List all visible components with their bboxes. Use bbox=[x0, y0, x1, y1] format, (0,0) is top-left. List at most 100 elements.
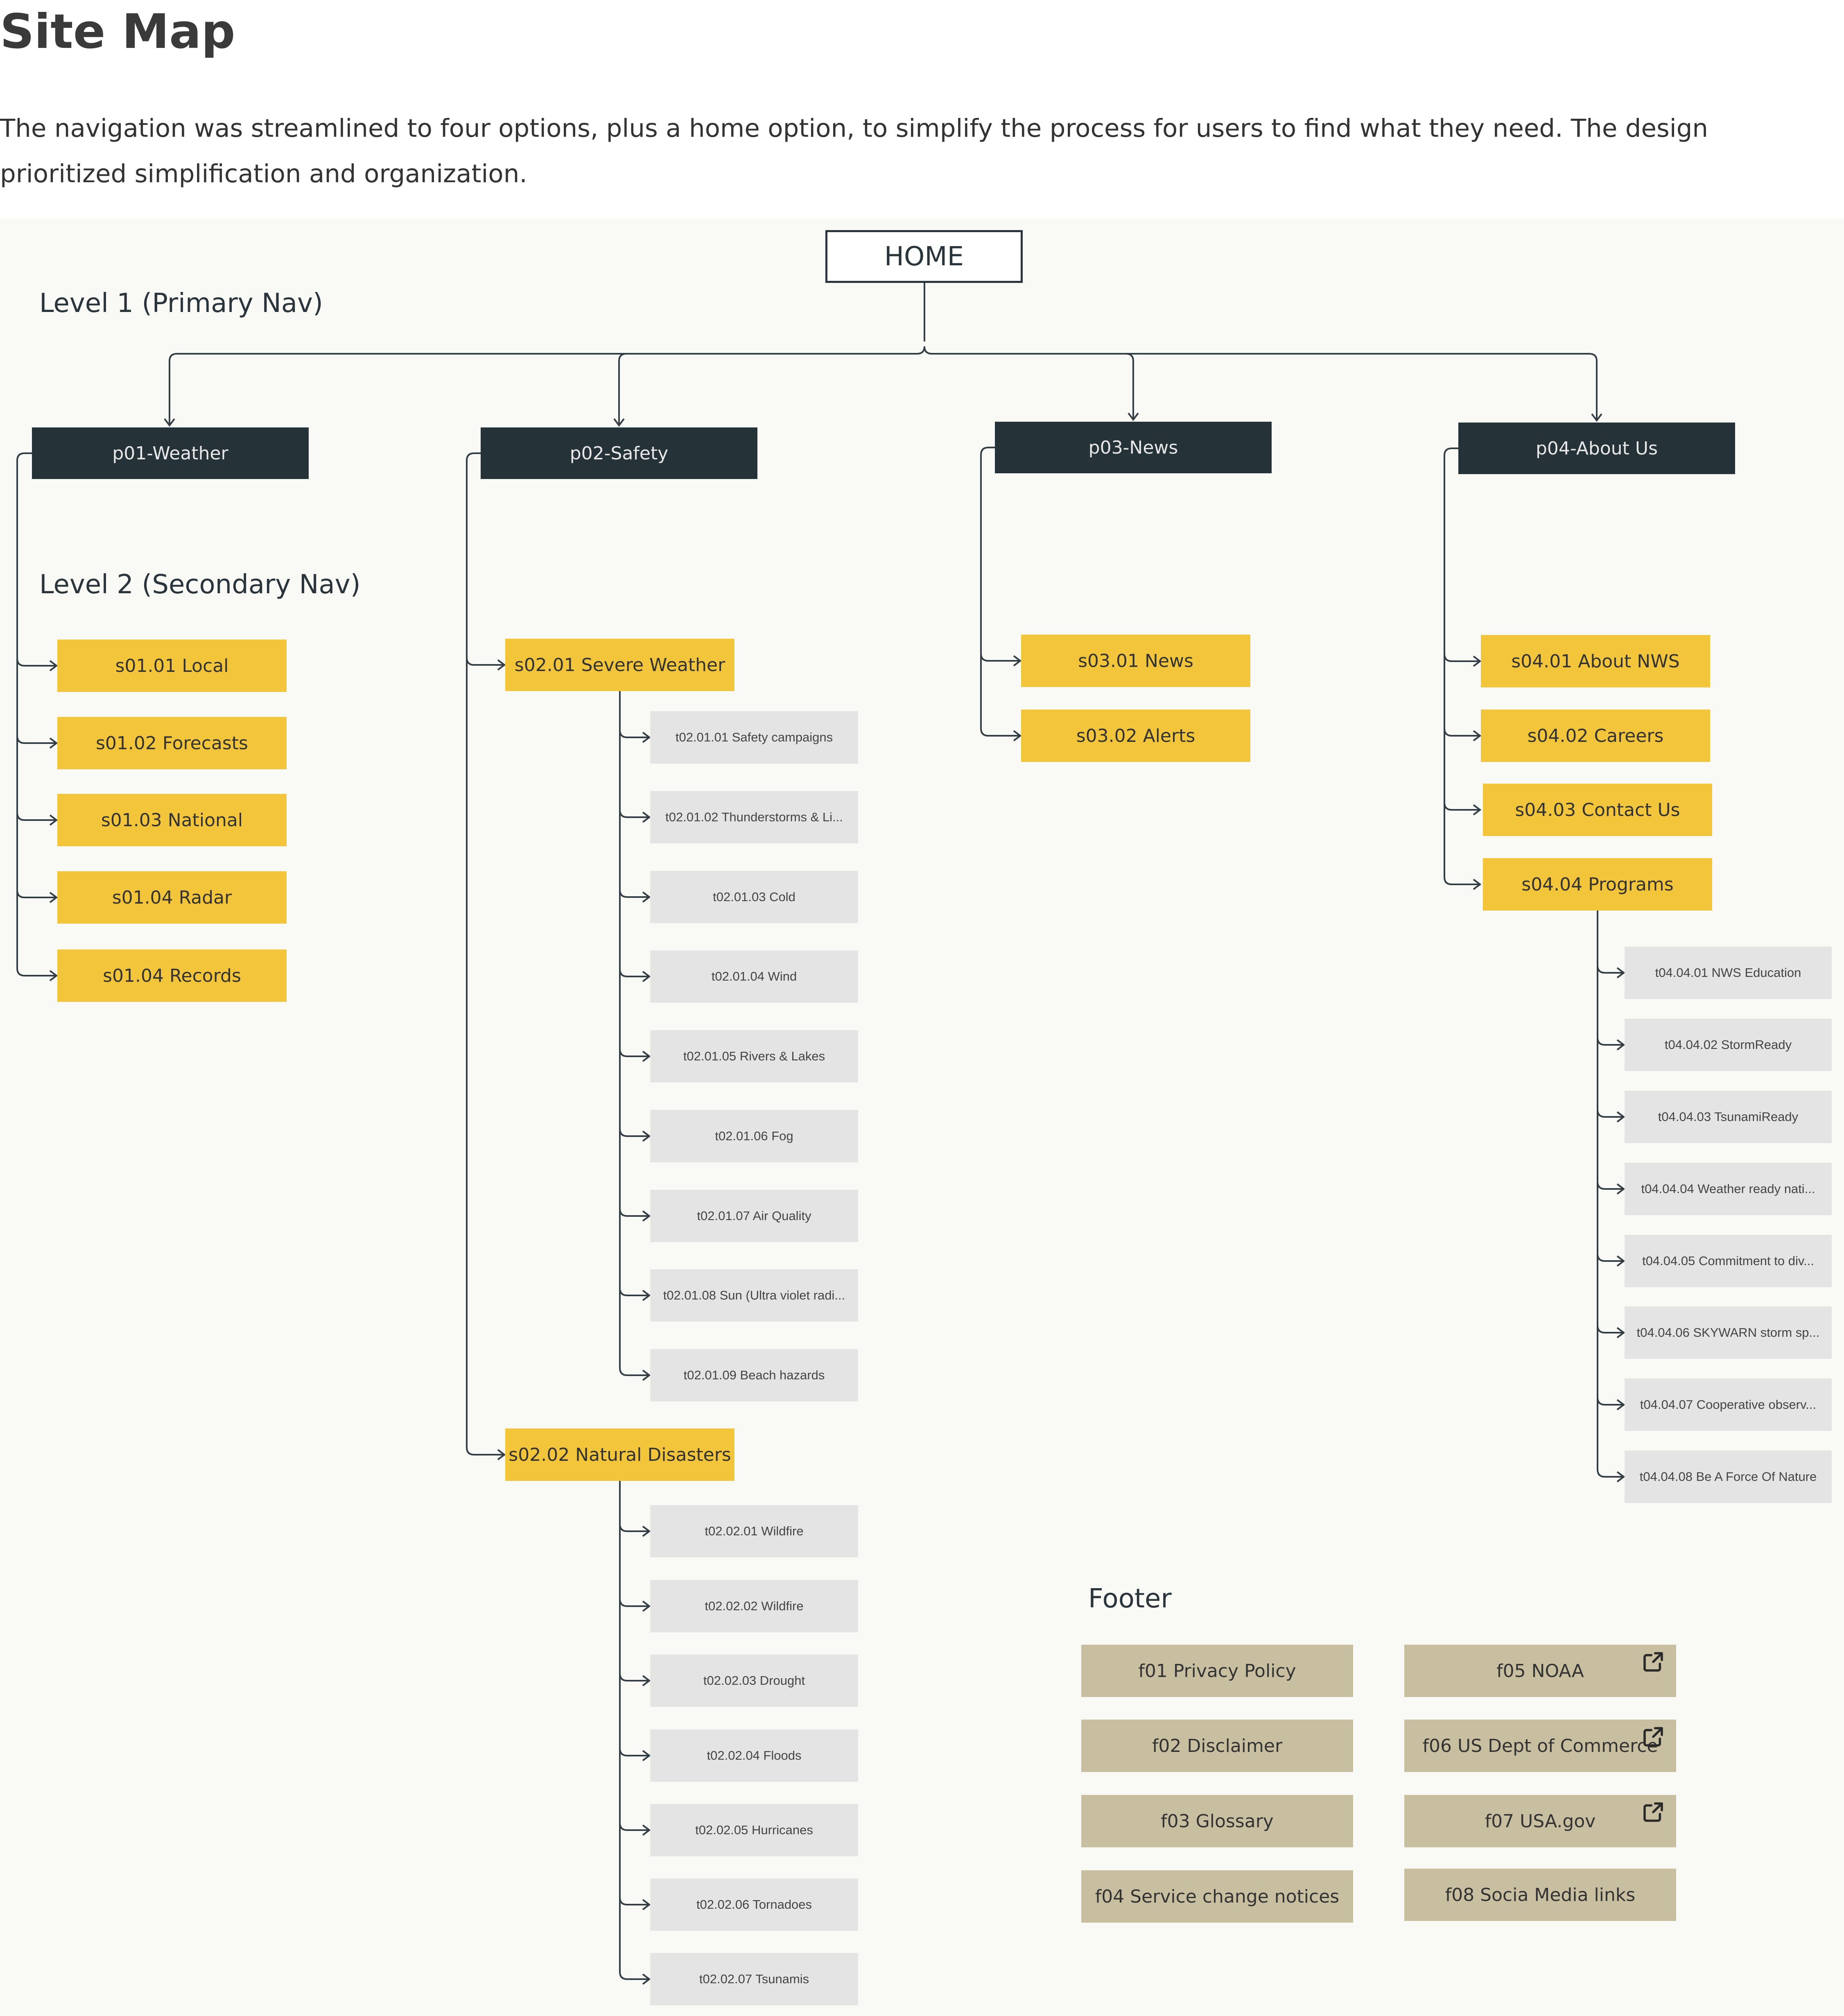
natural-arrow bbox=[642, 1675, 651, 1686]
natural-arrow bbox=[642, 1824, 651, 1836]
level1-label: Level 1 (Primary Nav) bbox=[39, 288, 323, 319]
severe-branch bbox=[619, 1288, 649, 1296]
tertiary-severe-item: t02.01.08 Sun (Ultra violet radi... bbox=[650, 1269, 858, 1322]
home-node: HOME bbox=[825, 230, 1023, 283]
tertiary-natural-item: t02.02.05 Hurricanes bbox=[650, 1804, 858, 1856]
footer-item: f04 Service change notices bbox=[1081, 1870, 1353, 1923]
tertiary-program-item: t04.04.05 Commitment to div... bbox=[1625, 1235, 1832, 1287]
about-branch bbox=[1444, 653, 1480, 662]
drop-safety bbox=[618, 353, 627, 425]
secondary-weather-item: s01.03 National bbox=[57, 794, 287, 846]
natural-arrow bbox=[642, 1899, 651, 1910]
footer-item: f03 Glossary bbox=[1081, 1795, 1353, 1847]
tertiary-program-item: t04.04.08 Be A Force Of Nature bbox=[1625, 1451, 1832, 1503]
tertiary-program-item: t04.04.01 NWS Education bbox=[1625, 947, 1832, 999]
tertiary-natural-item: t02.02.06 Tornadoes bbox=[650, 1878, 858, 1931]
secondary-news-item: s03.01 News bbox=[1021, 635, 1250, 687]
drop-about bbox=[1589, 353, 1598, 420]
severe-arrow bbox=[642, 1130, 651, 1142]
bus-left bbox=[177, 346, 925, 355]
programs-arrow bbox=[1616, 1111, 1625, 1123]
weather-arrow bbox=[49, 892, 58, 903]
natural-branch bbox=[619, 1971, 649, 1980]
footer-item: f02 Disclaimer bbox=[1081, 1720, 1353, 1772]
tertiary-program-item: t04.04.06 SKYWARN storm sp... bbox=[1625, 1306, 1832, 1359]
severe-branch bbox=[619, 1049, 649, 1057]
footer-item-label: f06 US Dept of Commerce bbox=[1422, 1735, 1658, 1756]
severe-arrow bbox=[642, 891, 651, 903]
secondary-about-item: s04.01 About NWS bbox=[1481, 635, 1710, 687]
programs-branch bbox=[1597, 1325, 1624, 1333]
programs-branch bbox=[1597, 1397, 1624, 1406]
about-branch bbox=[1444, 802, 1480, 811]
weather-branch bbox=[16, 968, 56, 976]
weather-arrow bbox=[49, 660, 58, 671]
secondary-about-item: s04.04 Programs bbox=[1483, 858, 1712, 911]
natural-branch bbox=[619, 1673, 649, 1682]
secondary-about-item: s04.03 Contact Us bbox=[1483, 784, 1712, 836]
secondary-weather-item: s01.04 Records bbox=[57, 949, 287, 1002]
secondary-news-item: s03.02 Alerts bbox=[1021, 710, 1250, 762]
severe-branch bbox=[619, 969, 649, 977]
level2-label: Level 2 (Secondary Nav) bbox=[39, 570, 361, 600]
drop-news bbox=[1125, 353, 1134, 420]
programs-arrow bbox=[1616, 1327, 1625, 1338]
news-branch bbox=[980, 653, 1020, 662]
natural-arrow bbox=[642, 1973, 651, 1985]
programs-arrow bbox=[1616, 1471, 1625, 1483]
bus-right bbox=[924, 346, 1589, 355]
severe-arrow bbox=[642, 1290, 651, 1301]
footer-item-external: f06 US Dept of Commerce bbox=[1404, 1720, 1676, 1772]
news-arrow bbox=[1013, 730, 1022, 741]
about-arrow bbox=[1473, 804, 1482, 816]
natural-arrow bbox=[642, 1750, 651, 1761]
footer-item: f01 Privacy Policy bbox=[1081, 1645, 1353, 1697]
programs-arrow bbox=[1616, 1399, 1625, 1410]
sitemap-diagram: HOME Level 1 (Primary Nav) Level 2 (Seco… bbox=[0, 219, 1844, 2016]
tertiary-natural-item: t02.02.02 Wildfire bbox=[650, 1580, 858, 1632]
programs-arrow bbox=[1616, 1039, 1625, 1051]
arrow-news bbox=[1128, 412, 1139, 421]
natural-branch bbox=[619, 1748, 649, 1756]
tertiary-natural-item: t02.02.01 Wildfire bbox=[650, 1505, 858, 1557]
secondary-weather-item: s01.02 Forecasts bbox=[57, 717, 287, 769]
tertiary-severe-item: t02.01.06 Fog bbox=[650, 1110, 858, 1162]
about-branch bbox=[1444, 877, 1480, 885]
safety-arrow bbox=[497, 659, 506, 671]
weather-branch bbox=[16, 658, 56, 667]
programs-branch bbox=[1597, 1109, 1624, 1118]
tertiary-severe-item: t02.01.01 Safety campaigns bbox=[650, 711, 858, 764]
weather-arrow bbox=[49, 814, 58, 826]
intro-paragraph: The navigation was streamlined to four o… bbox=[0, 114, 1708, 188]
arrow-about bbox=[1591, 413, 1602, 422]
weather-arrow bbox=[49, 737, 58, 749]
severe-branch bbox=[619, 1208, 649, 1217]
about-spine bbox=[1444, 447, 1458, 877]
weather-spine bbox=[16, 452, 32, 968]
natural-arrow bbox=[642, 1526, 651, 1537]
natural-branch bbox=[619, 1523, 649, 1532]
weather-arrow bbox=[49, 970, 58, 981]
secondary-about-item: s04.02 Careers bbox=[1481, 710, 1710, 762]
tertiary-severe-item: t02.01.07 Air Quality bbox=[650, 1190, 858, 1242]
tertiary-natural-item: t02.02.07 Tsunamis bbox=[650, 1953, 858, 2005]
safety-arrow bbox=[497, 1449, 506, 1460]
about-branch bbox=[1444, 728, 1480, 737]
secondary-weather-item: s01.01 Local bbox=[57, 640, 287, 692]
tertiary-program-item: t04.04.03 TsunamiReady bbox=[1625, 1091, 1832, 1143]
natural-branch bbox=[619, 1822, 649, 1831]
external-link-icon bbox=[1642, 1725, 1665, 1748]
severe-branch bbox=[619, 730, 649, 738]
tertiary-severe-item: t02.01.09 Beach hazards bbox=[650, 1349, 858, 1401]
primary-news: p03-News bbox=[995, 422, 1272, 473]
news-branch bbox=[980, 728, 1020, 737]
footer-item-external: f05 NOAA bbox=[1404, 1645, 1676, 1697]
footer-item-external: f07 USA.gov bbox=[1404, 1795, 1676, 1847]
drop-weather bbox=[169, 353, 177, 425]
page-title: Site Map bbox=[0, 4, 235, 59]
tertiary-program-item: t04.04.02 StormReady bbox=[1625, 1019, 1832, 1071]
footer-item-label: f07 USA.gov bbox=[1485, 1810, 1596, 1832]
weather-branch bbox=[16, 890, 56, 898]
tertiary-severe-item: t02.01.05 Rivers & Lakes bbox=[650, 1030, 858, 1083]
primary-about: p04-About Us bbox=[1458, 423, 1735, 474]
